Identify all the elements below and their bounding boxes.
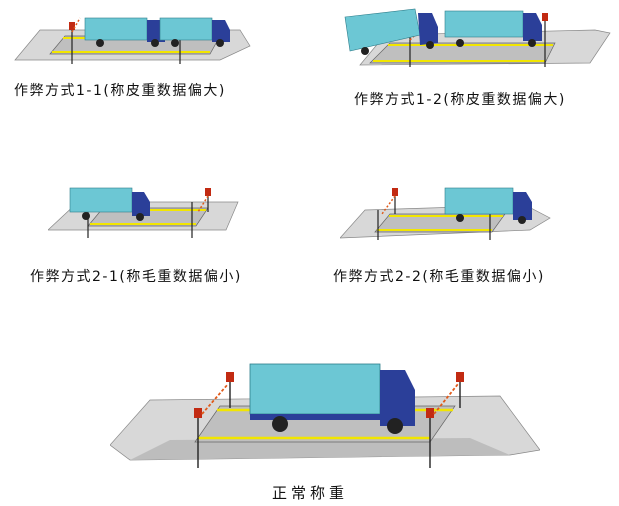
- wheel: [96, 39, 104, 47]
- truck-cab: [132, 192, 150, 216]
- wheel: [136, 213, 144, 221]
- scene-cheat-2-1: [48, 187, 239, 238]
- sensor-light: [392, 188, 398, 196]
- scene-cheat-1-1: [14, 17, 251, 64]
- sensor-light: [426, 408, 434, 418]
- sensor-beam: [197, 195, 209, 213]
- wheel: [361, 47, 369, 55]
- sensor-beam: [433, 383, 459, 415]
- truck-cab: [380, 370, 415, 426]
- wheel: [216, 39, 224, 47]
- caption-cheat-1-1: 作弊方式1-1(称皮重数据偏大): [14, 83, 226, 99]
- container: [69, 187, 133, 213]
- sensor-light: [226, 372, 234, 382]
- wheel: [456, 214, 464, 222]
- truck-chassis: [250, 414, 415, 420]
- wheel: [528, 39, 536, 47]
- container: [84, 17, 148, 41]
- container: [159, 17, 213, 41]
- caption-cheat-2-1: 作弊方式2-1(称毛重数据偏小): [30, 269, 242, 285]
- truck-cab: [523, 13, 542, 41]
- sensor-light: [456, 372, 464, 382]
- wheel: [456, 39, 464, 47]
- caption-normal: 正常称重: [272, 484, 349, 502]
- sensor-light: [542, 13, 548, 21]
- weighbridge-ground: [130, 438, 510, 460]
- wheel: [518, 216, 526, 224]
- wheel: [171, 39, 179, 47]
- sensor-beam: [201, 383, 229, 415]
- sensor-light: [194, 408, 202, 418]
- container: [444, 187, 514, 215]
- scene-cheat-1-2: [344, 8, 611, 67]
- truck-cab: [513, 192, 532, 220]
- scene-cheat-2-2: [340, 187, 551, 240]
- truck-cab: [212, 20, 230, 42]
- sensor-light: [205, 188, 211, 196]
- wheel: [272, 416, 288, 432]
- wheel: [387, 418, 403, 434]
- sensor-beam: [71, 17, 81, 33]
- sensor-light: [69, 22, 75, 30]
- caption-cheat-2-2: 作弊方式2-2(称毛重数据偏小): [333, 269, 545, 285]
- container: [249, 363, 381, 415]
- caption-cheat-1-2: 作弊方式1-2(称皮重数据偏大): [354, 92, 566, 108]
- container: [444, 10, 524, 38]
- wheel: [151, 39, 159, 47]
- wheel: [426, 41, 434, 49]
- truck-cab: [418, 13, 438, 45]
- wheel: [82, 212, 90, 220]
- scene-normal: [110, 363, 540, 468]
- weighbridge-platform: [369, 42, 556, 64]
